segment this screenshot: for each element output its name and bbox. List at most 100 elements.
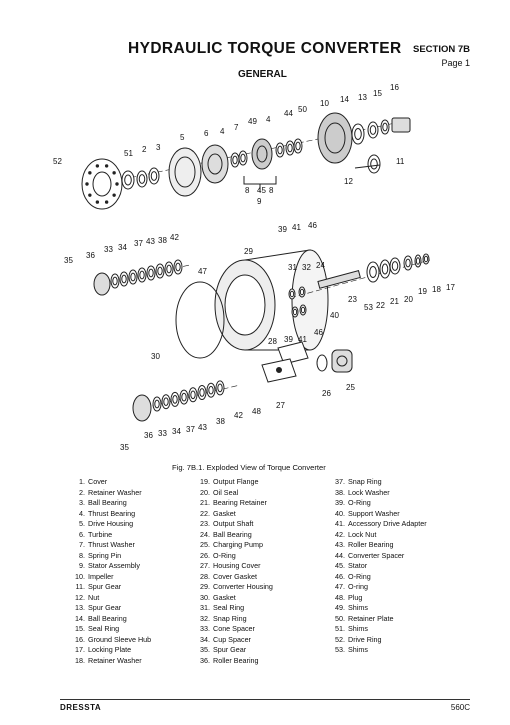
callout-label: 10 — [320, 99, 329, 108]
callout-label: 38 — [216, 417, 225, 426]
spur-gear-small — [367, 154, 381, 174]
legend-item-number: 46. — [335, 571, 345, 581]
bolt-hole — [88, 171, 92, 175]
legend-item: 51.Shims — [328, 624, 427, 635]
callout-label: 11 — [396, 157, 405, 166]
turbine-hub — [207, 153, 223, 175]
legend-item-number: 2. — [79, 487, 85, 497]
callout-label: 38 — [158, 236, 167, 245]
legend-item-label: Spur Gear — [88, 582, 122, 591]
oil-seal — [389, 257, 401, 275]
retainer-plate — [293, 138, 303, 154]
legend-item-label: Gasket — [213, 592, 236, 602]
legend-item-number: 3. — [79, 498, 85, 507]
gear-stack-part-lower — [206, 382, 216, 398]
legend-item-number: 32. — [200, 613, 210, 623]
callout-label: 39 — [284, 335, 293, 344]
gear-stack-part-lower-bore — [163, 397, 169, 407]
callout-label: 51 — [124, 149, 133, 158]
callout-label: 43 — [146, 237, 155, 246]
cover-gasket — [277, 341, 309, 365]
stator — [251, 138, 273, 170]
shims — [285, 140, 295, 156]
legend-item-label: Snap Ring — [213, 613, 247, 623]
gear-stack-part-lower-bore — [217, 383, 223, 393]
thrust-washer-bore — [232, 155, 238, 165]
legend-item-number: 6. — [79, 529, 85, 539]
legend-item-label: Cover — [88, 477, 108, 486]
legend-item: 15.Seal Ring — [68, 624, 151, 635]
bearing-retainer-bore — [369, 266, 377, 278]
callout-label: 24 — [316, 261, 325, 270]
gear-stack-part-bore — [148, 268, 154, 278]
impeller-inner — [324, 122, 346, 154]
legend-item-number: 5. — [79, 519, 85, 528]
legend-item-number: 7. — [79, 540, 85, 549]
legend-item-label: Cup Spacer — [213, 634, 251, 644]
legend-item-number: 38. — [335, 487, 345, 497]
callout-label: 33 — [104, 245, 113, 254]
gear-stack-part — [110, 273, 120, 289]
callout-label: 18 — [432, 285, 441, 294]
o-ring-39-bore — [292, 308, 298, 316]
legend-item-label: Plug — [348, 592, 363, 602]
legend-item-number: 4. — [79, 508, 85, 518]
ball-bearing-2 — [367, 121, 379, 139]
callout-label: 33 — [158, 429, 167, 438]
legend-item-number: 13. — [75, 603, 85, 612]
callout-label: 46 — [314, 328, 323, 337]
legend-item-label: Accessory Drive Adapter — [348, 519, 427, 528]
legend-item-label: Ground Sleeve Hub — [88, 634, 152, 644]
gear-stack-part-bore — [139, 270, 145, 280]
legend-item-label: Gasket — [213, 508, 236, 518]
legend-item-number: 37. — [335, 477, 345, 486]
callout-label: 21 — [390, 297, 399, 306]
legend-item-label: Cover Gasket — [213, 571, 257, 581]
legend-item: 37.Snap Ring — [328, 477, 427, 488]
legend-item-number: 48. — [335, 592, 345, 602]
callout-label: 37 — [134, 239, 143, 248]
legend-item: 25.Charging Pump — [193, 540, 273, 551]
legend-item: 32.Snap Ring — [193, 614, 273, 625]
legend-item-number: 52. — [335, 634, 345, 644]
legend-item: 46.O-Ring — [328, 572, 427, 583]
snap-ring-32-bore — [289, 290, 295, 298]
gear-stack-part-lower-bore — [172, 395, 178, 404]
charging-pump-port — [336, 355, 348, 367]
legend-item-label: Stator — [348, 561, 368, 570]
callout-label: 34 — [118, 243, 127, 252]
gear-stack-part-lower-bore — [199, 388, 205, 397]
legend-item-label: Seal Ring — [213, 603, 245, 612]
legend-item-number: 50. — [335, 613, 345, 623]
callout-label: 41 — [292, 223, 301, 232]
bolt-hole — [85, 182, 89, 186]
thrust-washer — [230, 152, 240, 168]
legend-item: 43.Roller Bearing — [328, 540, 427, 551]
legend-item-number: 15. — [75, 624, 85, 633]
bolt-hole — [88, 193, 92, 197]
legend-item-label: Support Washer — [348, 508, 400, 518]
legend-item-label: O-Ring — [348, 498, 371, 507]
turbine — [201, 144, 229, 184]
legend-item-number: 43. — [335, 540, 345, 549]
legend-item-label: Shims — [348, 645, 368, 654]
legend-item-label: Thrust Bearing — [88, 508, 136, 518]
gear-stack-part — [173, 259, 183, 275]
legend-item-label: O-Ring — [348, 571, 371, 581]
legend-item: 21.Bearing Retainer — [193, 498, 273, 509]
callout-label: 25 — [346, 383, 355, 392]
legend-item-label: Thrust Washer — [88, 540, 135, 549]
legend-item-label: Lock Washer — [348, 487, 390, 497]
ball-bearing — [148, 167, 160, 185]
drive-housing — [168, 147, 202, 197]
retainer-washer-18-bore — [415, 257, 421, 265]
legend-item-number: 14. — [75, 613, 85, 623]
ground-sleeve-hub — [391, 117, 411, 133]
callout-label: 35 — [120, 443, 129, 452]
legend-item-number: 25. — [200, 540, 210, 549]
legend-item-label: Shims — [348, 624, 368, 633]
callout-label: 39 — [278, 225, 287, 234]
callout-label: 13 — [358, 93, 367, 102]
legend-item: 45.Stator — [328, 561, 427, 572]
